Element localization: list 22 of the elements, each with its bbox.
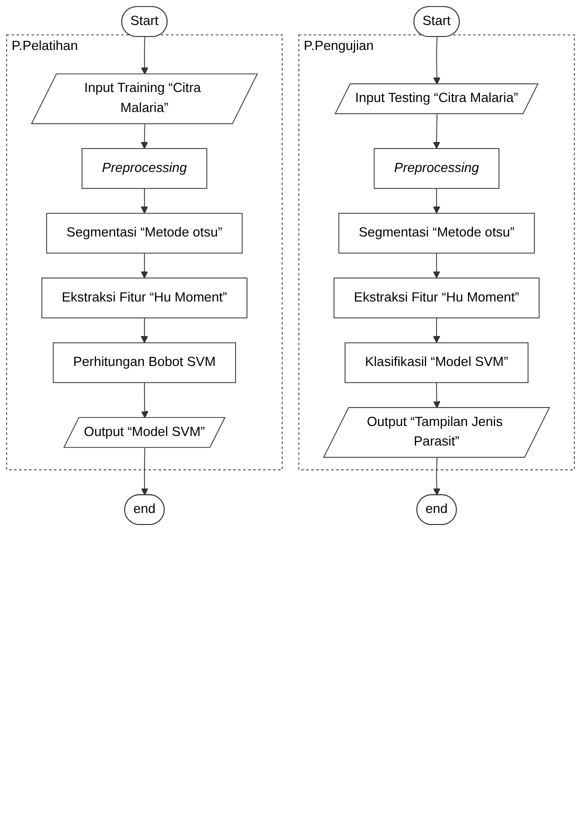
arrow — [432, 188, 440, 214]
node-box: Segmentasi “Metode otsu” — [46, 212, 243, 254]
node-box: Preprocessing — [374, 148, 500, 189]
node-box: Ekstraksi Fitur “Hu Moment” — [41, 278, 248, 318]
node-box: Klasifikasil “Model SVM” — [344, 342, 528, 384]
node-box: Perhitungan Bobot SVM — [52, 342, 236, 384]
arrow — [140, 188, 148, 214]
arrow — [140, 124, 148, 149]
arrow — [140, 36, 148, 75]
arrow — [140, 252, 148, 278]
arrow — [433, 382, 440, 408]
arrow — [432, 114, 440, 149]
node-box: Segmentasi “Metode otsu” — [338, 212, 535, 254]
arrow — [433, 457, 440, 496]
node-box: Preprocessing — [82, 148, 208, 189]
arrow — [433, 36, 441, 85]
node-box: Ekstraksi Fitur “Hu Moment” — [334, 278, 540, 318]
arrow — [432, 252, 440, 278]
arrow — [432, 317, 440, 344]
arrow — [140, 317, 148, 344]
arrow — [141, 382, 148, 418]
arrow — [140, 447, 148, 496]
